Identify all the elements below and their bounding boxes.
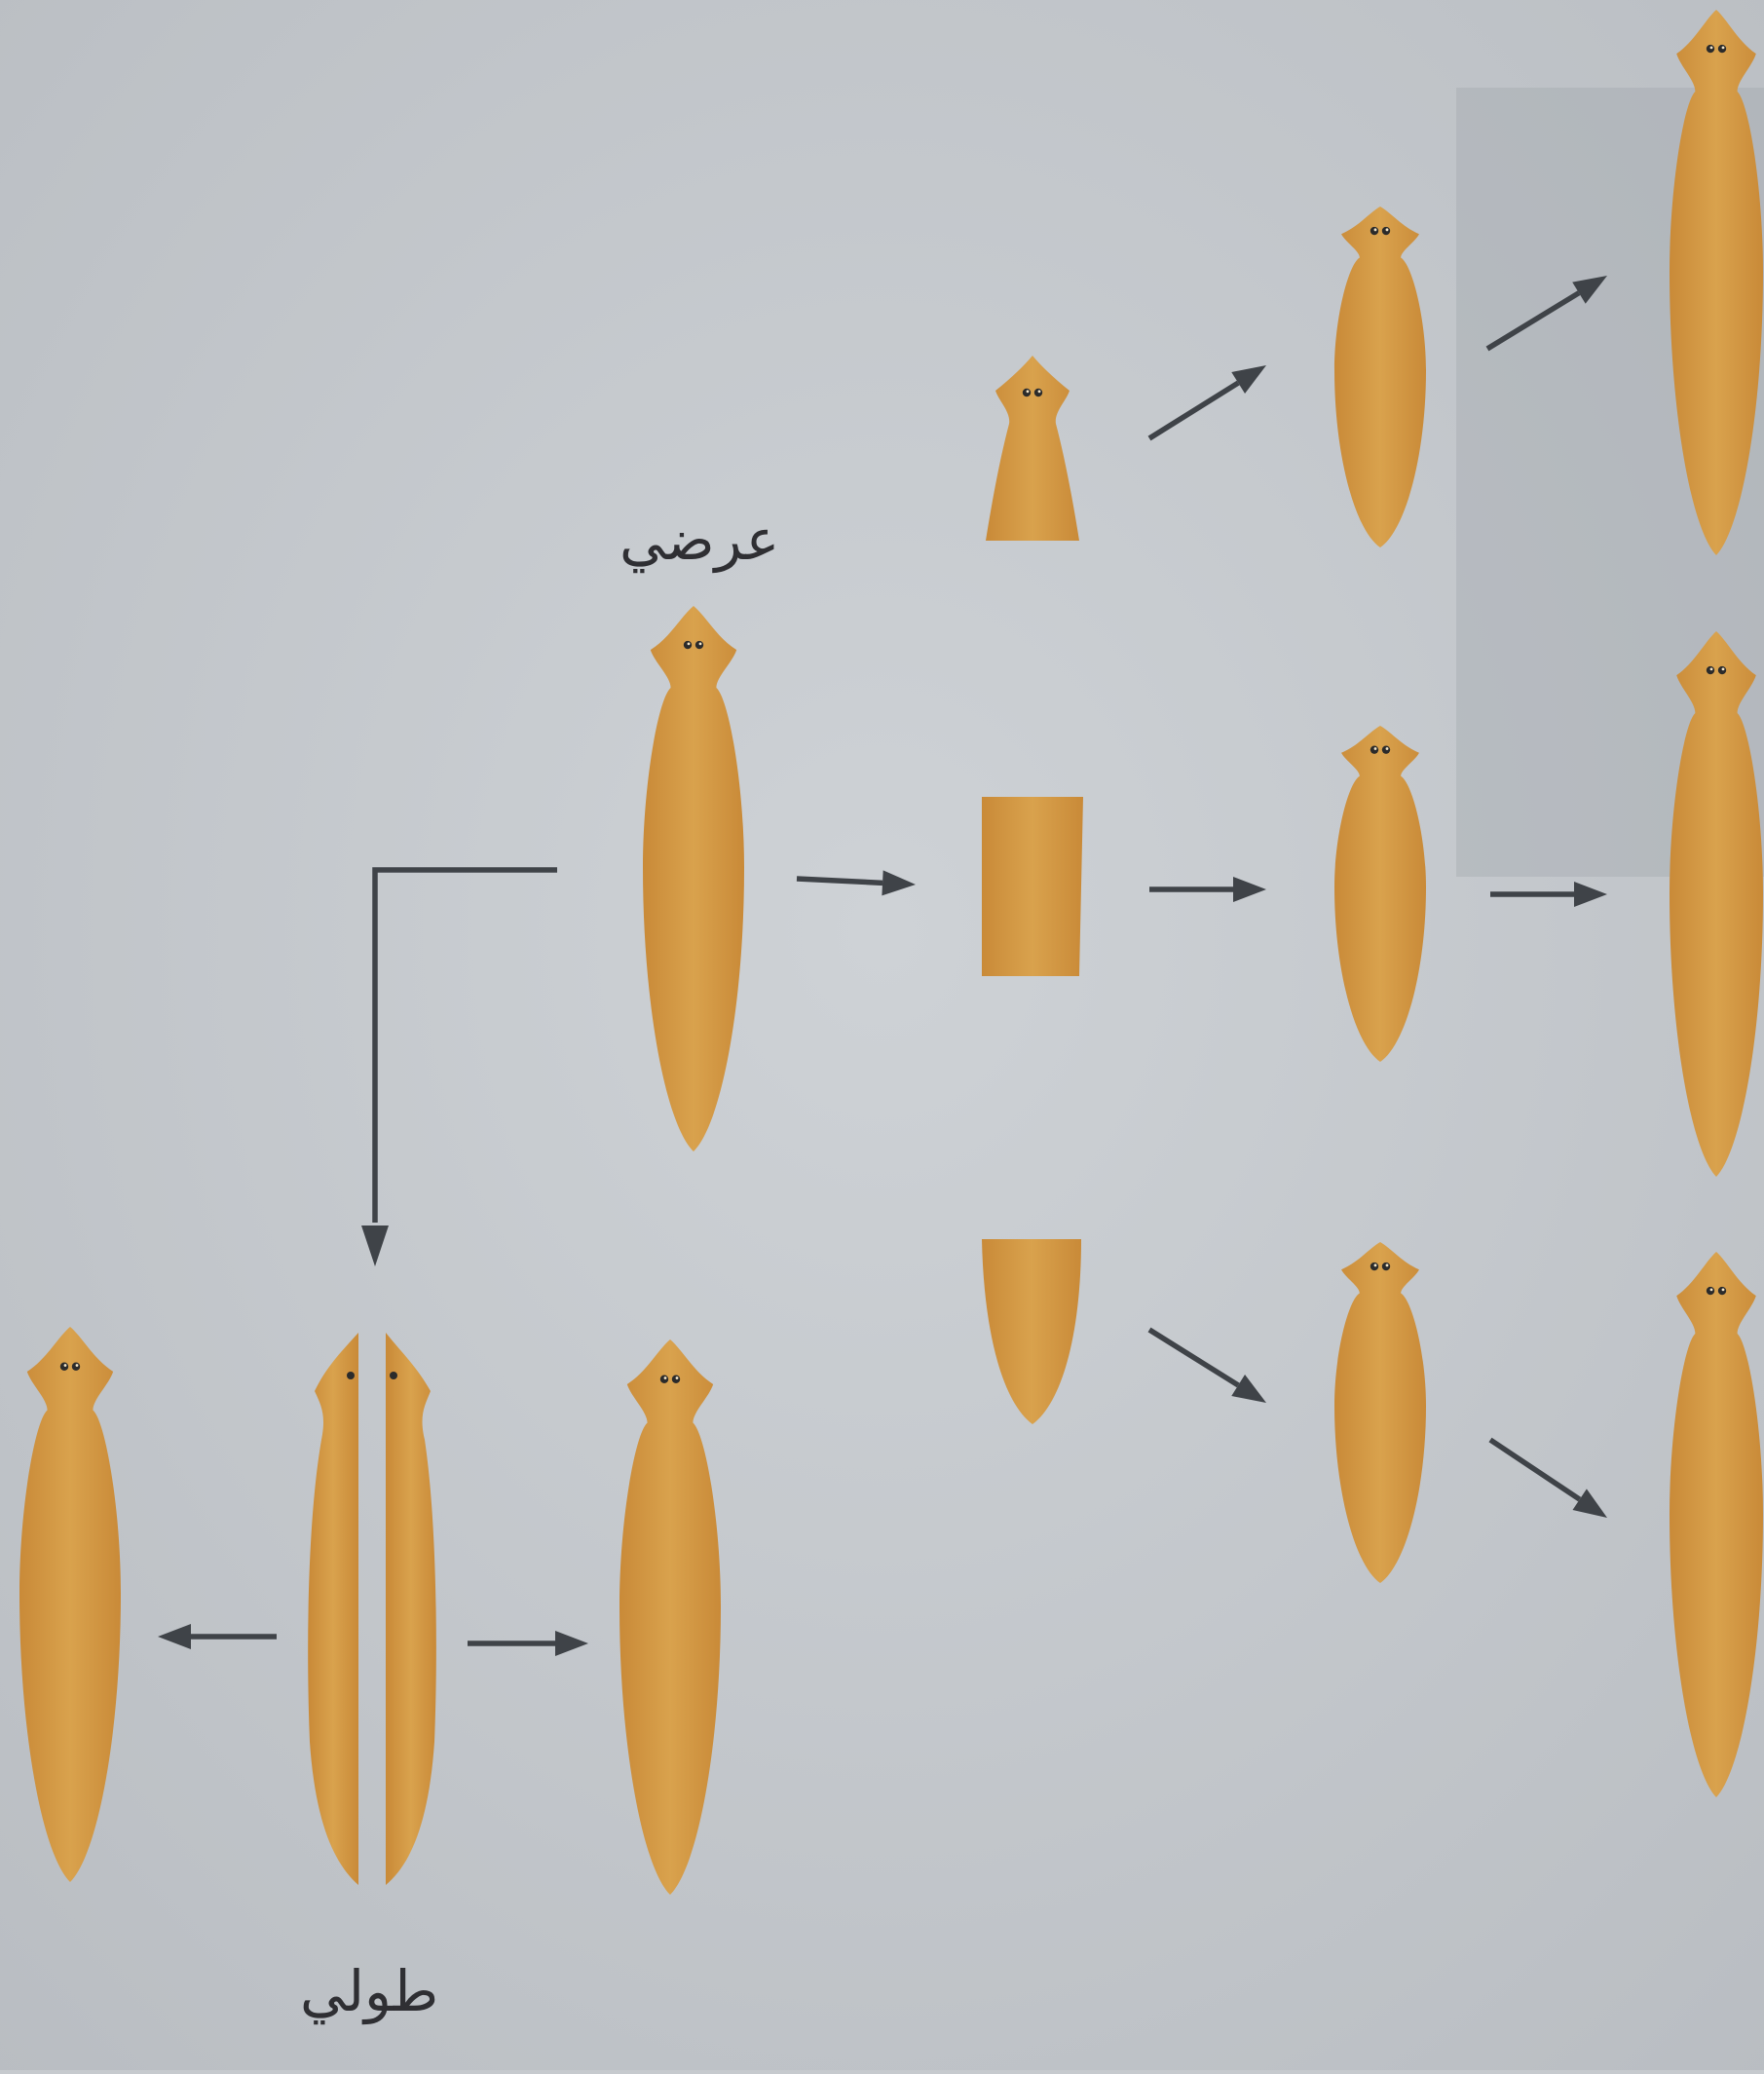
top-row-adult-eye-left-glint (1710, 46, 1713, 49)
middle-row-adult-eye-left-glint (1710, 667, 1713, 670)
bottom-row-adult-eye-right-glint (1722, 1288, 1725, 1291)
middle-row-regenerating-eye-right-glint (1386, 747, 1389, 750)
right-half-eye (390, 1372, 397, 1379)
middle-row-regenerating-eye-left-glint (1374, 747, 1377, 750)
top-row-regenerating-eye-right-glint (1386, 228, 1389, 231)
longitudinal-left-adult-eye-right (72, 1363, 80, 1371)
top-row-regenerating-eye-right (1382, 227, 1390, 235)
top-row-adult-eye-right (1718, 45, 1726, 53)
head-fragment-eye-right-glint (1038, 390, 1041, 393)
transverse-cut-label: عرضي (619, 507, 779, 573)
bottom-row-regenerating-eye-right-glint (1386, 1263, 1389, 1266)
longitudinal-right-adult-eye-right (672, 1376, 680, 1383)
middle-row-regenerating-eye-right (1382, 745, 1390, 753)
middle-row-adult-eye-right-glint (1722, 667, 1725, 670)
longitudinal-left-adult-eye-right-glint (76, 1364, 79, 1367)
longitudinal-right-adult-eye-left (660, 1376, 668, 1383)
middle-fragment (982, 797, 1083, 976)
parent-planarian-eye-right (695, 641, 703, 649)
bottom-row-adult-eye-left (1707, 1287, 1714, 1295)
parent-planarian-eye-left-glint (688, 642, 691, 645)
parent-planarian-eye-left (684, 641, 692, 649)
bottom-row-adult-eye-left-glint (1710, 1288, 1713, 1291)
longitudinal-left-adult-eye-left-glint (64, 1364, 67, 1367)
longitudinal-left-adult-eye-left (60, 1363, 68, 1371)
left-half-eye (347, 1372, 355, 1379)
parent-planarian-eye-right-glint (699, 642, 702, 645)
top-row-adult-eye-right-glint (1722, 46, 1725, 49)
longitudinal-right-adult-eye-left-glint (664, 1376, 667, 1379)
middle-row-regenerating-eye-left (1370, 745, 1378, 753)
head-fragment-eye-left (1023, 389, 1031, 396)
bottom-row-adult-eye-right (1718, 1287, 1726, 1295)
head-fragment-eye-left-glint (1027, 390, 1030, 393)
middle-row-adult-eye-left (1707, 666, 1714, 674)
middle-row-adult-eye-right (1718, 666, 1726, 674)
longitudinal-right-adult-eye-right-glint (676, 1376, 679, 1379)
head-fragment-eye-right (1034, 389, 1042, 396)
bottom-row-regenerating-eye-left (1370, 1263, 1378, 1270)
top-row-regenerating-eye-left (1370, 227, 1378, 235)
longitudinal-cut-label: طولي (300, 1958, 438, 2024)
top-row-regenerating-eye-left-glint (1374, 228, 1377, 231)
bottom-row-regenerating-eye-left-glint (1374, 1263, 1377, 1266)
top-row-adult-eye-left (1707, 45, 1714, 53)
bottom-row-regenerating-eye-right (1382, 1263, 1390, 1270)
